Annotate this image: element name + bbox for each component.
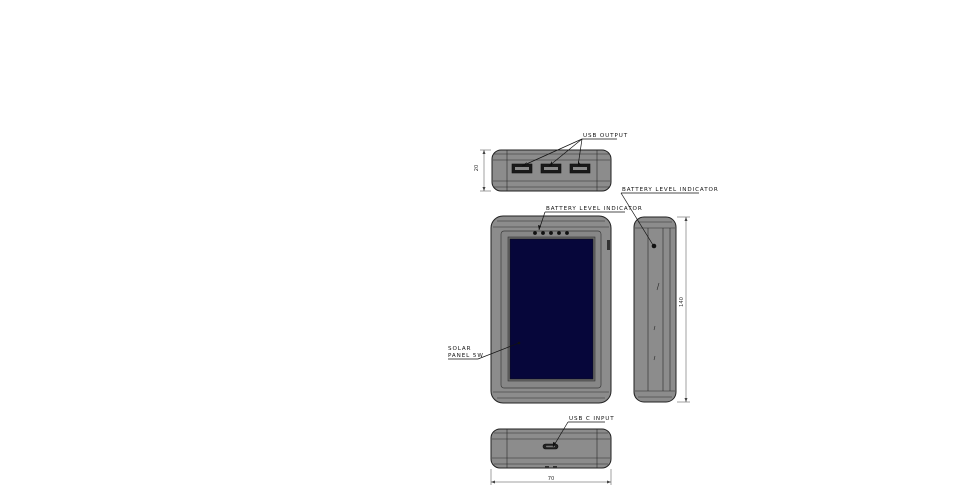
side-button [607,240,610,250]
solar-panel-label-line2: PANEL 5W [448,353,484,359]
front-view: BATTERY LEVEL INDICATOR SOLAR PANEL 5W [448,206,643,404]
battery-led [549,231,553,235]
usb-c-leader [552,421,605,448]
usb-output-port [511,163,533,174]
battery-led [533,231,537,235]
usb-port-group [511,163,591,174]
usb-output-port [569,163,591,174]
battery-side-leader [620,192,699,246]
battery-front-leader [538,211,625,231]
battery-indicator-side-label: BATTERY LEVEL INDICATOR [622,187,719,193]
battery-led-group [533,231,569,235]
usb-output-label: USB OUTPUT [583,133,628,139]
usb-output-leader [521,138,617,167]
usb-c-input-label: USB C INPUT [569,416,615,422]
battery-led [565,231,569,235]
battery-led [557,231,561,235]
side-view: BATTERY LEVEL INDICATOR 140 [620,187,719,403]
width-dimension-value: 70 [548,476,555,482]
height-dimension: 140 [677,216,690,403]
width-dimension: 70 [490,469,612,485]
solar-panel [509,238,594,380]
thickness-dimension-value: 20 [474,165,480,172]
side-view-body [633,216,677,403]
height-dimension-value: 140 [679,297,685,307]
battery-led [541,231,545,235]
solar-panel-leader [448,341,521,360]
bottom-view: USB C INPUT 70 [490,416,615,485]
thickness-dimension: 20 [474,149,491,192]
battery-indicator-front-label: BATTERY LEVEL INDICATOR [546,206,643,212]
top-view: USB OUTPUT 20 [474,133,628,192]
solar-panel-label-line1: SOLAR [448,346,471,352]
